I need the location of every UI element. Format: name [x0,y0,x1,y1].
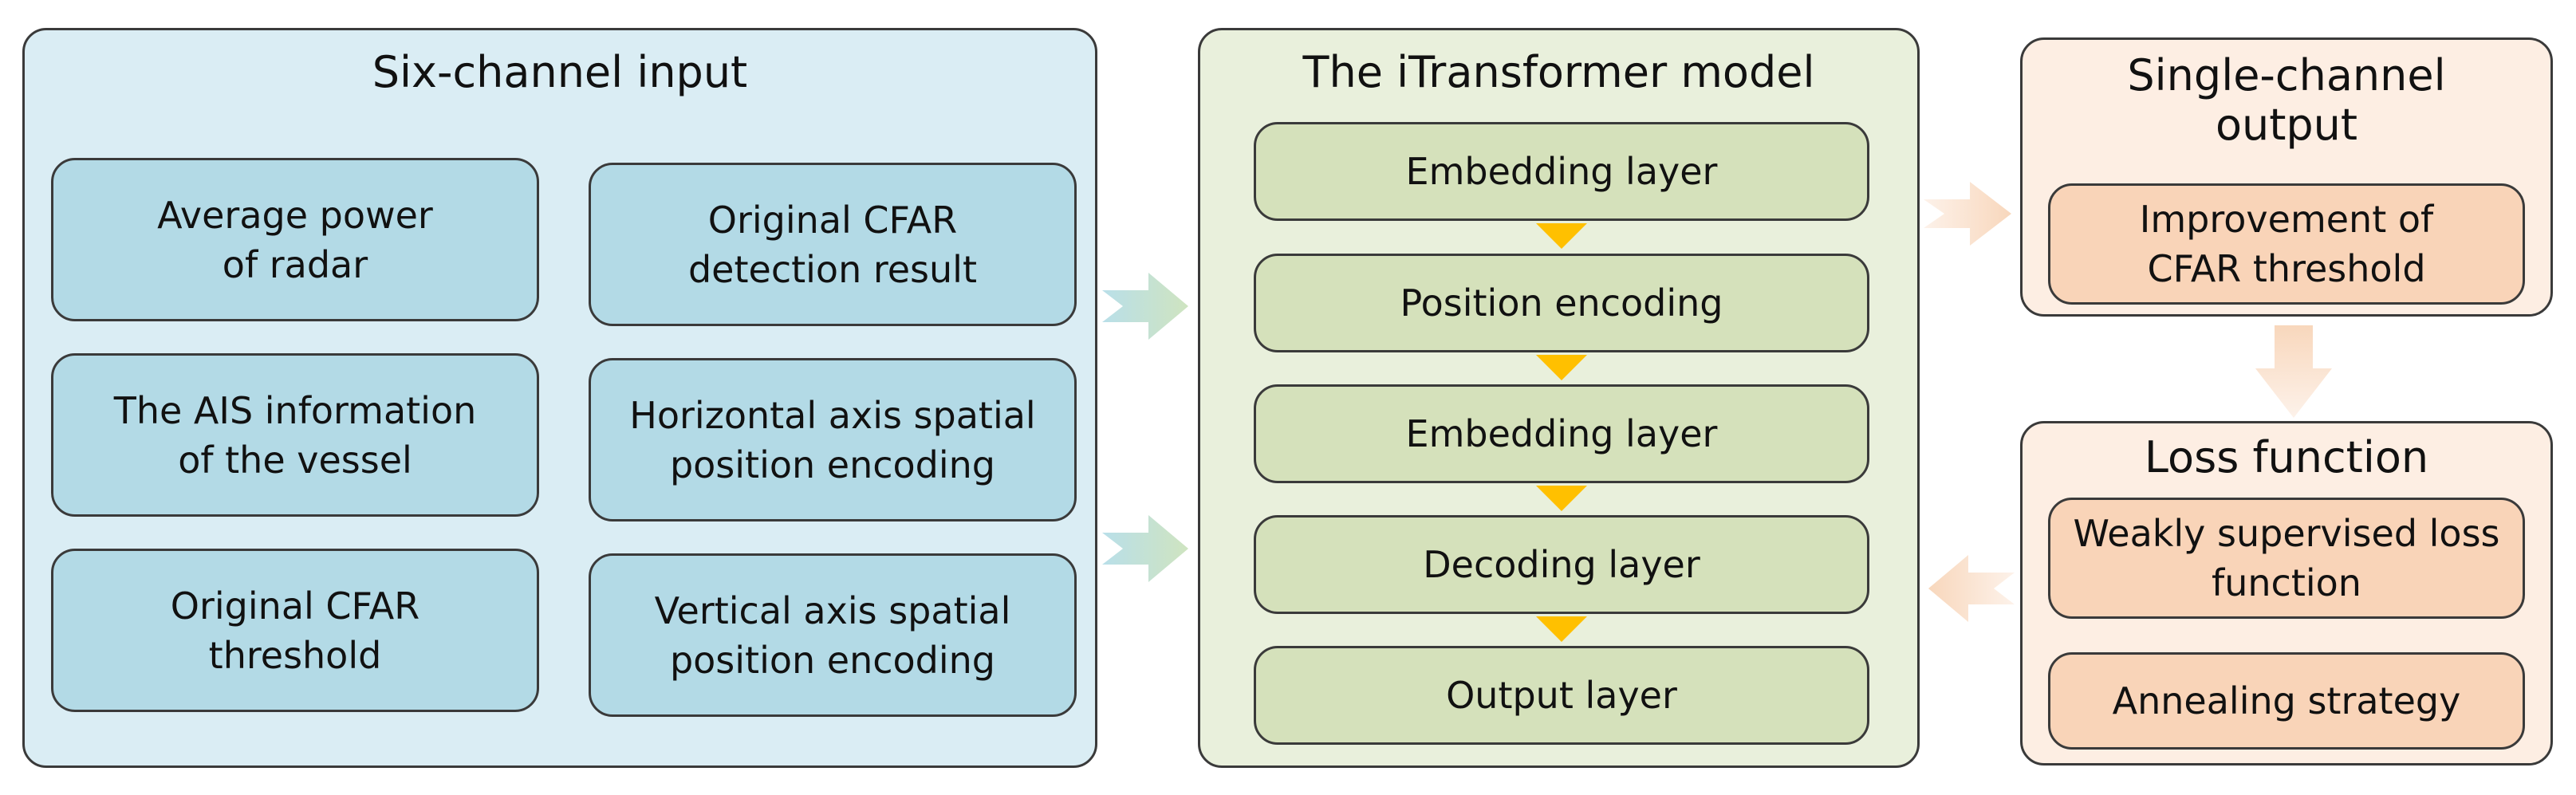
model-layer-output: Output layer [1254,646,1869,745]
layer-connector-4 [1536,616,1587,642]
loss-annealing-strategy-box: Annealing strategy [2048,652,2525,750]
loss-weakly-supervised-box: Weakly supervised loss function [2048,498,2525,619]
model-layer-embedding-2: Embedding layer [1254,384,1869,483]
input-original-cfar-detection-box: Original CFAR detection result [589,163,1077,326]
input-horizontal-position-box: Horizontal axis spatial position encodin… [589,358,1077,521]
six-channel-input-title: Six-channel input [372,47,748,97]
output-improvement-cfar-box: Improvement of CFAR threshold [2048,183,2525,305]
loss-to-model-arrow [1928,555,2015,622]
input-vertical-position-box: Vertical axis spatial position encoding [589,553,1077,717]
input-average-power-box: Average power of radar [51,158,539,321]
input-to-model-arrow-upper [1102,273,1188,340]
layer-connector-3 [1536,486,1587,511]
model-layer-decoding: Decoding layer [1254,515,1869,614]
layer-connector-2 [1536,355,1587,380]
single-channel-output-title: Single-channel output [2127,50,2446,150]
output-to-loss-arrow [2255,325,2332,418]
input-ais-information-box: The AIS information of the vessel [51,353,539,517]
itransformer-model-title: The iTransformer model [1302,47,1815,97]
input-original-cfar-threshold-box: Original CFAR threshold [51,549,539,712]
loss-function-title: Loss function [2144,432,2429,482]
model-layer-position-encoding: Position encoding [1254,254,1869,352]
input-to-model-arrow-lower [1102,515,1188,582]
model-layer-embedding-1: Embedding layer [1254,122,1869,221]
layer-connector-1 [1536,223,1587,249]
model-to-output-arrow [1924,182,2011,246]
